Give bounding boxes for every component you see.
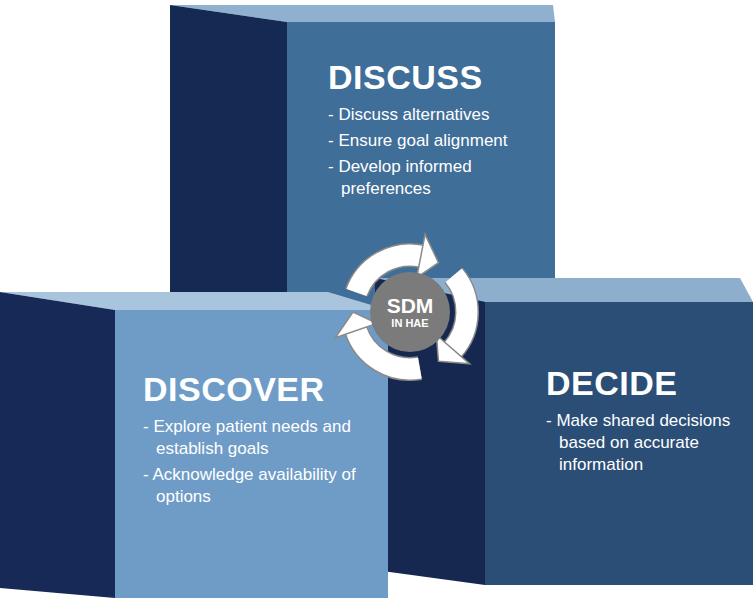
arrow-head <box>436 335 469 364</box>
sdm-circle: SDMIN HAE <box>370 272 450 352</box>
node-heading: DECIDE <box>546 364 746 402</box>
node-text: IN HAE <box>391 317 428 330</box>
node-heading: DISCUSS <box>328 58 550 96</box>
node-text: - Explore patient needs and establish go… <box>143 416 383 460</box>
discuss-cube: DISCUSS - Discuss alternatives - Ensure go… <box>328 58 550 204</box>
node-heading: SDM <box>387 295 434 317</box>
discover-cube: DISCOVER - Explore patient needs and esta… <box>143 370 383 512</box>
node-text: - Make shared decisions based on accurat… <box>546 410 746 476</box>
node-heading: DISCOVER <box>143 370 383 408</box>
node-text: - Acknowledge availability of options <box>143 464 383 508</box>
arrow-outline <box>452 275 467 350</box>
cycle-arrow <box>452 275 467 350</box>
decide-cube: DECIDE - Make shared decisions based on a… <box>546 364 746 480</box>
arrow-head <box>417 234 439 277</box>
node-text: - Discuss alternatives <box>328 104 550 126</box>
node-text: - Ensure goal alignment <box>328 130 550 152</box>
node-text: - Develop informed preferences <box>328 156 550 200</box>
